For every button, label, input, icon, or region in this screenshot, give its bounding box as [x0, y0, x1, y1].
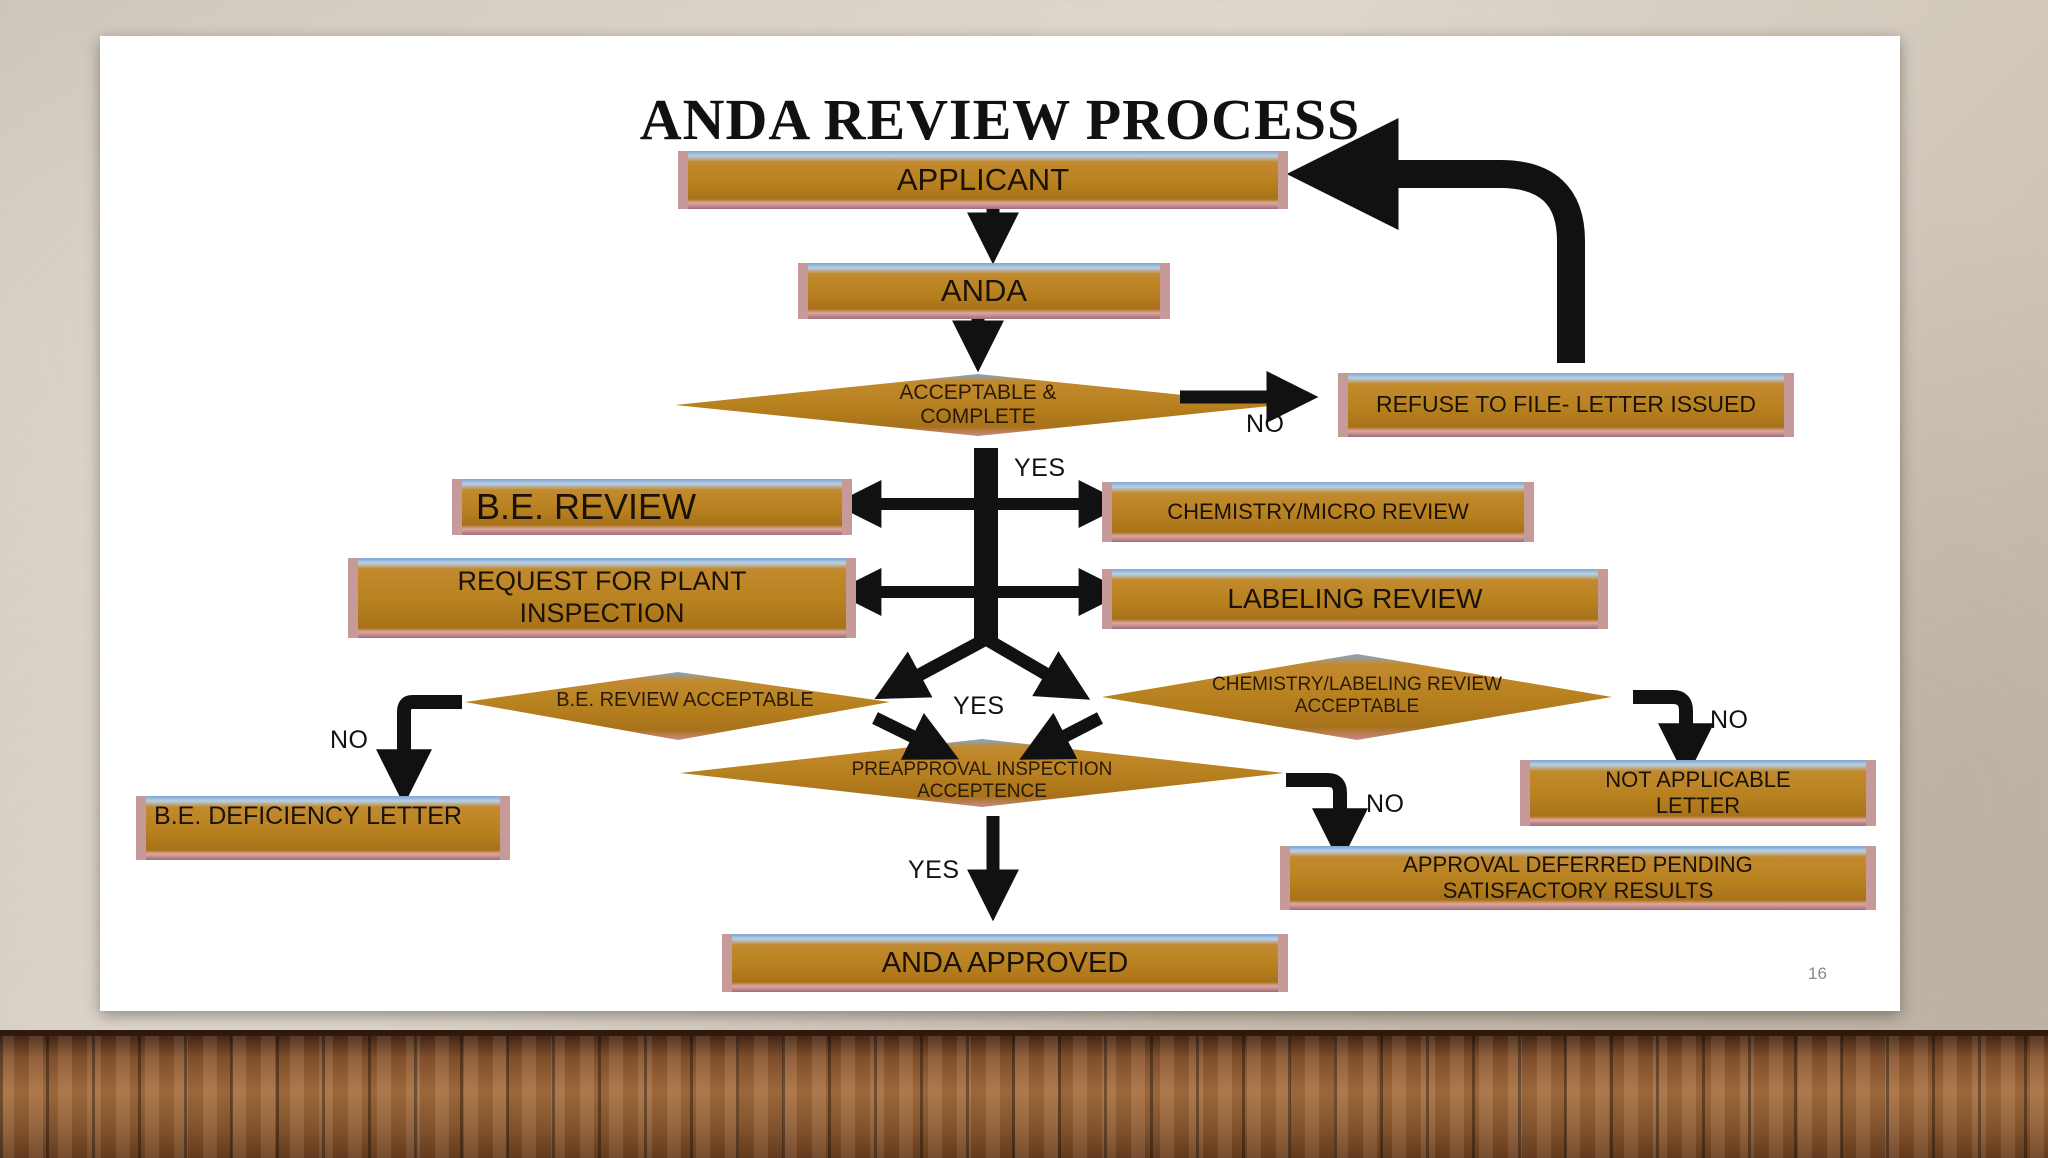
node-anda-label: ANDA: [940, 272, 1028, 308]
node-anda-approved: ANDA APPROVED: [722, 934, 1288, 992]
edge-label-yes-approved: YES: [908, 856, 960, 884]
node-chemistry-micro-review: CHEMISTRY/MICRO REVIEW: [1102, 482, 1534, 542]
node-not-applicable-letter-label: NOT APPLICABLE LETTER: [1605, 767, 1791, 818]
arrow-chem-acceptable-to-preapproval: [1019, 712, 1103, 760]
be-review-acceptable-diamond: [465, 672, 890, 740]
arrow-be-acceptable-to-preapproval: [872, 712, 959, 760]
node-request-plant-inspection: REQUEST FOR PLANT INSPECTION: [348, 558, 856, 638]
node-be-review: B.E. REVIEW: [452, 479, 852, 535]
node-refuse-to-file: REFUSE TO FILE- LETTER ISSUED: [1338, 373, 1794, 437]
node-be-deficiency-letter-label: B.E. DEFICIENCY LETTER: [154, 802, 462, 830]
edge-label-no-preapproval: NO: [1366, 790, 1405, 818]
node-chemistry-labeling-acceptable-label: CHEMISTRY/LABELING REVIEW ACCEPTABLE: [1212, 674, 1502, 717]
slide: ANDA REVIEW PROCESS: [100, 36, 1900, 1011]
acceptable-complete-diamond: [675, 374, 1280, 436]
chemistry-labeling-acceptable-diamond: [1102, 654, 1612, 740]
node-not-applicable-letter: NOT APPLICABLE LETTER: [1520, 760, 1876, 826]
node-request-plant-inspection-label: REQUEST FOR PLANT INSPECTION: [457, 566, 747, 628]
node-approval-deferred: APPROVAL DEFERRED PENDING SATISFACTORY R…: [1280, 846, 1876, 910]
node-approval-deferred-label: APPROVAL DEFERRED PENDING SATISFACTORY R…: [1403, 852, 1753, 903]
arrow-preapproval-to-deferred: [1286, 773, 1368, 865]
node-anda-approved-label: ANDA APPROVED: [881, 946, 1129, 979]
arrow-refuse-to-applicant: [1286, 118, 1585, 363]
arrow-to-chemistry-acceptable: [982, 633, 1091, 700]
node-labeling-review-label: LABELING REVIEW: [1227, 583, 1483, 615]
node-anda: ANDA: [798, 263, 1170, 319]
wood-floor-background: [0, 1030, 2048, 1158]
edge-label-yes-split: YES: [1014, 454, 1066, 482]
arrow-chem-to-not-applicable: [1633, 690, 1714, 780]
preapproval-inspection-diamond: [680, 739, 1284, 807]
node-refuse-to-file-label: REFUSE TO FILE- LETTER ISSUED: [1375, 391, 1756, 418]
slide-number: 16: [1808, 964, 1827, 983]
edge-label-no-chem: NO: [1710, 706, 1749, 734]
node-labeling-review: LABELING REVIEW: [1102, 569, 1608, 629]
edge-label-no-refuse: NO: [1246, 410, 1285, 438]
edge-label-no-be: NO: [330, 726, 369, 754]
node-be-deficiency-letter: B.E. DEFICIENCY LETTER: [136, 796, 510, 860]
node-acceptable-complete-label: ACCEPTABLE & COMPLETE: [899, 380, 1057, 428]
edge-label-yes-preapproval: YES: [953, 692, 1005, 720]
node-be-review-acceptable-label: B.E. REVIEW ACCEPTABLE: [556, 688, 814, 711]
node-preapproval-inspection-label: PREAPPROVAL INSPECTION ACCEPTENCE: [851, 759, 1113, 802]
arrow-be-to-deficiency: [376, 695, 462, 806]
node-chemistry-micro-review-label: CHEMISTRY/MICRO REVIEW: [1167, 499, 1469, 525]
node-be-review-label: B.E. REVIEW: [476, 485, 697, 527]
node-applicant: APPLICANT: [678, 151, 1288, 209]
slide-title: ANDA REVIEW PROCESS: [639, 87, 1361, 152]
node-applicant-label: APPLICANT: [896, 161, 1070, 197]
arrow-to-be-acceptable: [874, 633, 990, 700]
flowchart-connectors: [376, 118, 1714, 922]
